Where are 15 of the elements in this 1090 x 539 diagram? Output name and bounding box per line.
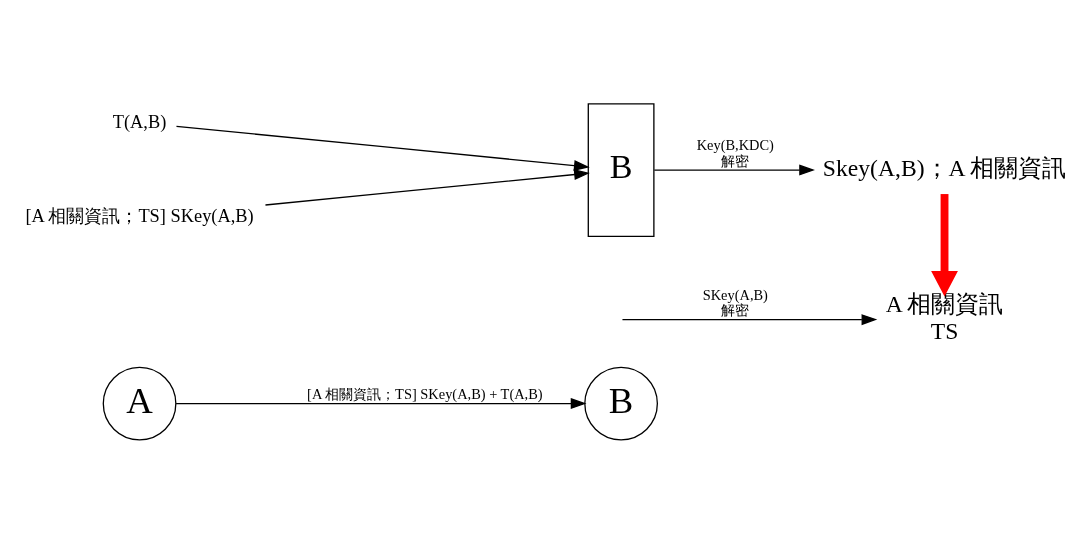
arrow	[264, 169, 590, 206]
arrow	[175, 125, 590, 172]
node-text: A 相關資訊 TS	[885, 291, 1004, 344]
edge-label: SKey(A,B) 解密	[702, 286, 768, 319]
node-box: B	[587, 103, 655, 237]
node-circle: A	[102, 366, 177, 441]
node-circle: B	[584, 366, 658, 441]
edge-label: [A 相關資訊；TS] SKey(A,B) + T(A,B)	[307, 386, 543, 403]
edge-label: Key(B,KDC) 解密	[696, 137, 774, 169]
node-text: T(A,B)	[112, 111, 167, 132]
node-text: Skey(A,B)；A 相關資訊	[822, 154, 1067, 181]
arrow	[653, 164, 815, 176]
arrow	[621, 314, 878, 326]
node-text: [A 相關資訊；TS] SKey(A,B)	[25, 206, 254, 227]
arrow	[175, 398, 587, 410]
